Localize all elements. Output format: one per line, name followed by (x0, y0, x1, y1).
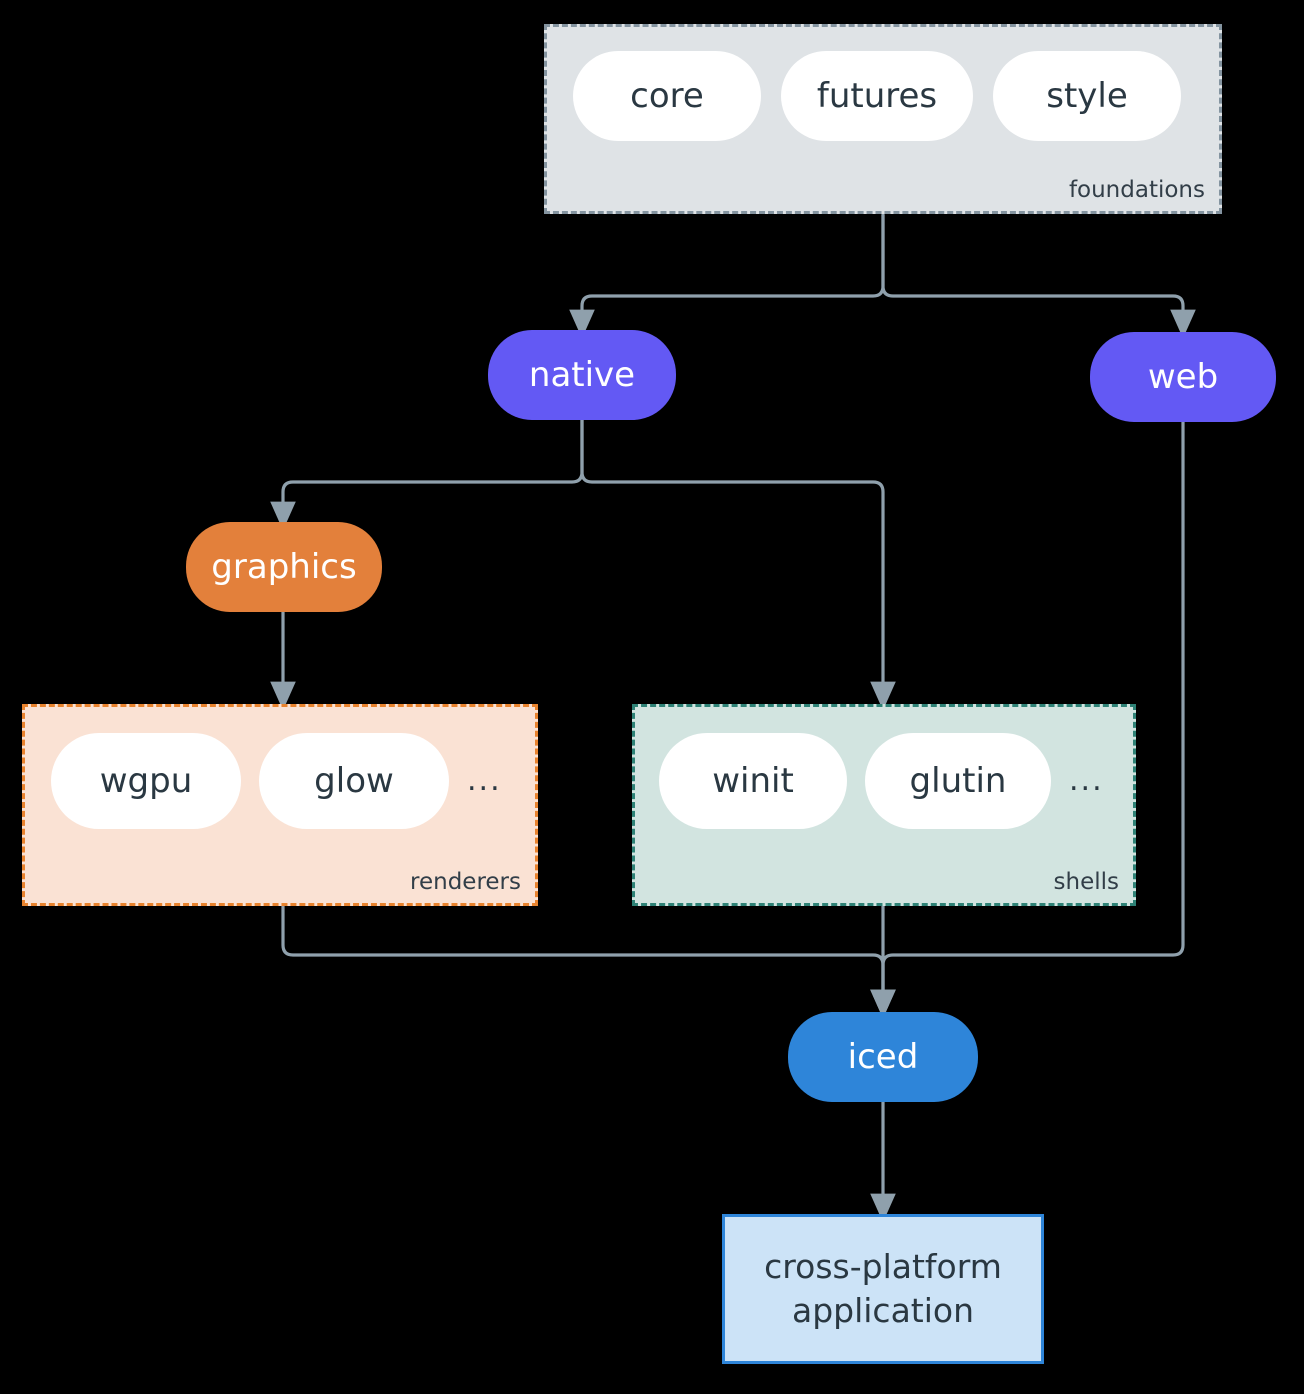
node-native[interactable]: native (488, 330, 676, 420)
cluster-label-foundations: foundations (1068, 177, 1205, 203)
pill-futures[interactable]: futures (781, 51, 973, 141)
edge-foundations-native (569, 213, 885, 339)
edge-foundations-web (881, 213, 1196, 339)
shells-pill-row: winit glutin ... (635, 733, 1133, 829)
edge-native-graphics (270, 418, 584, 531)
cluster-shells: winit glutin ... shells (632, 704, 1136, 906)
pill-core[interactable]: core (573, 51, 761, 141)
cluster-renderers: wgpu glow ... renderers (22, 704, 538, 906)
pill-wgpu[interactable]: wgpu (51, 733, 241, 829)
shells-ellipsis: ... (1069, 763, 1104, 798)
pill-style[interactable]: style (993, 51, 1181, 141)
application-line-1: cross-platform (764, 1247, 1002, 1287)
pill-glow[interactable]: glow (259, 733, 449, 829)
node-iced[interactable]: iced (788, 1012, 978, 1102)
node-graphics[interactable]: graphics (186, 522, 382, 612)
application-line-2: application (791, 1291, 975, 1330)
renderers-pill-row: wgpu glow ... (25, 733, 535, 829)
cluster-foundations: core futures style foundations (544, 24, 1222, 214)
node-cross-platform-application[interactable]: cross-platform application (722, 1214, 1044, 1364)
renderers-ellipsis: ... (467, 763, 502, 798)
foundations-pill-row: core futures style (547, 51, 1219, 141)
pill-winit[interactable]: winit (659, 733, 847, 829)
cluster-label-shells: shells (1053, 869, 1119, 895)
edge-renderers-iced (281, 904, 896, 1019)
cluster-label-renderers: renderers (410, 869, 521, 895)
pill-glutin[interactable]: glutin (865, 733, 1051, 829)
edge-native-shells (580, 418, 896, 711)
node-web[interactable]: web (1090, 332, 1276, 422)
